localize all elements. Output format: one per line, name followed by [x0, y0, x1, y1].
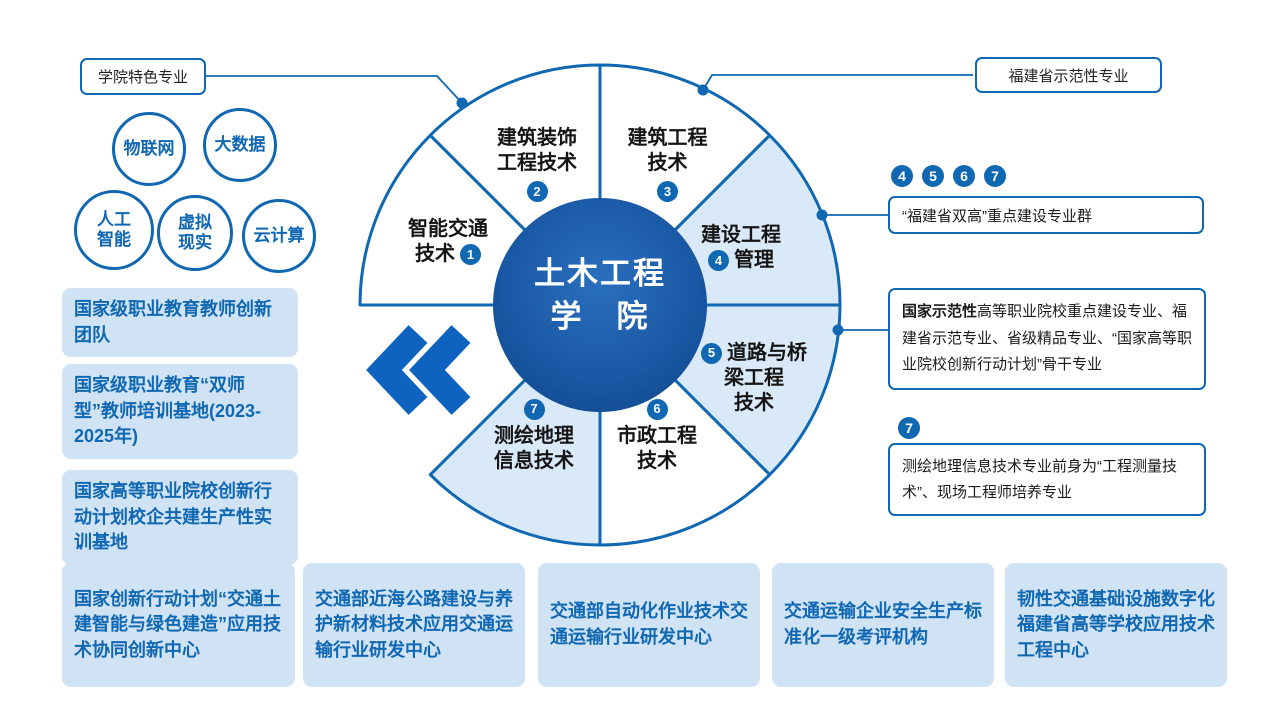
right-box-bold-text: 国家示范性 [902, 303, 978, 320]
sector-number-badge: 1 [460, 244, 481, 266]
bottom-box-text: 交通部近海公路建设与养护新材料技术应用交通运输行业研发中心 [315, 588, 513, 660]
sector-text: 管理 [734, 249, 774, 272]
right-box-text: “福建省双高”重点建设专业群 [902, 207, 1092, 225]
feature-bubble-bigdata: 大数据 [203, 108, 277, 182]
sector-label-building-engineering: 建筑工程 技术 3 [610, 126, 725, 203]
sector-text: 梁工程 [724, 367, 784, 390]
bottom-box-coastal-highway-rd-center: 交通部近海公路建设与养护新材料技术应用交通运输行业研发中心 [303, 563, 525, 687]
sector-label-municipal-engineering: 6 市政工程 技术 [602, 399, 712, 474]
right-box-surveying-history: 测绘地理信息技术专业前身为“工程测量技术”、现场工程师培养专业 [888, 443, 1206, 516]
bubble-label: 云计算 [253, 225, 305, 245]
bottom-box-safety-assessment-org: 交通运输企业安全生产标准化一级考评机构 [772, 563, 994, 687]
sector-number-badge: 3 [657, 181, 678, 203]
connector-right-callout [702, 74, 973, 91]
number-badge: 5 [922, 165, 944, 187]
sector-text: 技术 [647, 152, 688, 175]
sector-number-badge: 5 [701, 343, 722, 365]
sector-label-architectural-decoration: 建筑装饰 工程技术 2 [477, 126, 597, 203]
left-box-double-qualified-training-base: 国家级职业教育“双师型”教师培训基地(2023-2025年) [62, 364, 298, 459]
right-box-national-demonstration: 国家示范性高等职业院校重点建设专业、福建省示范专业、省级精品专业、“国家高等职业… [888, 288, 1206, 391]
sector-text: 技术 [734, 392, 774, 415]
sector-number-badge: 7 [523, 399, 545, 420]
number-badge: 7 [984, 165, 1006, 187]
sector-text: 建筑工程 [627, 127, 708, 149]
center-title-line: 土木工程 [534, 256, 666, 291]
bubble-label: 人工 [97, 209, 131, 229]
sector-number-badge: 2 [526, 181, 548, 203]
bubble-label: 现实 [178, 233, 212, 252]
callout-fujian-demonstration-major: 福建省示范性专业 [975, 57, 1162, 93]
bottom-box-text: 交通运输企业安全生产标准化一级考评机构 [784, 601, 982, 647]
bubble-label: 智能 [97, 230, 131, 249]
callout-label: 福建省示范性专业 [1008, 67, 1129, 85]
connector-left-callout [206, 75, 463, 104]
wheel-center-title: 土木工程 学 院 [492, 253, 708, 339]
feature-bubble-iot: 物联网 [112, 112, 186, 186]
double-chevron-icon [366, 325, 471, 415]
wheel-center-circle [493, 198, 707, 412]
bottom-box-text: 国家创新行动计划“交通土建智能与绿色建造”应用技术协同创新中心 [74, 588, 281, 660]
number-badge: 4 [891, 165, 913, 187]
anchor-dot [832, 324, 844, 336]
callout-label: 学院特色专业 [97, 69, 188, 86]
bubble-label: 虚拟 [178, 212, 212, 232]
bubble-label: 大数据 [214, 134, 266, 154]
anchor-dot [816, 209, 828, 221]
feature-bubble-vr: 虚拟 现实 [157, 195, 233, 271]
bubble-label: 物联网 [123, 138, 175, 158]
number-badge: 6 [953, 165, 975, 187]
bottom-box-collaborative-innovation-center: 国家创新行动计划“交通土建智能与绿色建造”应用技术协同创新中心 [62, 563, 295, 687]
right-box-text: 测绘地理信息技术专业前身为“工程测量技术”、现场工程师培养专业 [902, 458, 1177, 501]
sector-text: 道路与桥 [727, 342, 807, 364]
bottom-box-text: 韧性交通基础设施数字化福建省高等学校应用技术工程中心 [1017, 588, 1215, 660]
sector-text: 工程技术 [497, 152, 577, 175]
bottom-box-resilient-transport-center: 韧性交通基础设施数字化福建省高等学校应用技术工程中心 [1005, 563, 1227, 687]
anchor-dot [697, 84, 709, 96]
right-box-double-high-group: “福建省双高”重点建设专业群 [888, 196, 1204, 234]
sector-text: 智能交通 [408, 218, 488, 240]
right-box-text: 高等职业院校重点建设专业、福建省示范专业、省级精品专业、“国家高等职业院校创新行… [902, 303, 1192, 374]
callout-college-feature-majors: 学院特色专业 [80, 58, 206, 95]
center-title-line: 学 院 [550, 298, 650, 334]
sector-label-surveying-gis: 7 测绘地理 信息技术 [472, 399, 596, 474]
sector-text: 建设工程 [701, 224, 781, 246]
sector-text: 信息技术 [494, 450, 574, 473]
anchor-dot [456, 97, 468, 109]
number-badge-7: 7 [898, 417, 920, 439]
sector-text: 技术 [637, 450, 677, 473]
left-box-productive-training-base: 国家高等职业院校创新行动计划校企共建生产性实训基地 [62, 470, 298, 565]
bottom-box-text: 交通部自动化作业技术交通运输行业研发中心 [550, 601, 748, 647]
sector-number-badge: 6 [646, 399, 668, 420]
sector-text: 测绘地理 [494, 425, 574, 447]
sector-number-badge: 4 [708, 250, 729, 272]
sector-text: 技术 [415, 243, 455, 266]
sector-text: 建筑装饰 [497, 127, 577, 149]
bottom-box-automation-rd-center: 交通部自动化作业技术交通运输行业研发中心 [538, 563, 760, 687]
feature-bubble-cloud: 云计算 [242, 199, 316, 273]
feature-bubble-ai: 人工 智能 [74, 190, 154, 270]
right-badge-row: 4 5 6 7 [891, 165, 1006, 187]
left-box-teacher-innovation-team: 国家级职业教育教师创新团队 [62, 288, 298, 358]
sector-text: 市政工程 [617, 425, 697, 447]
